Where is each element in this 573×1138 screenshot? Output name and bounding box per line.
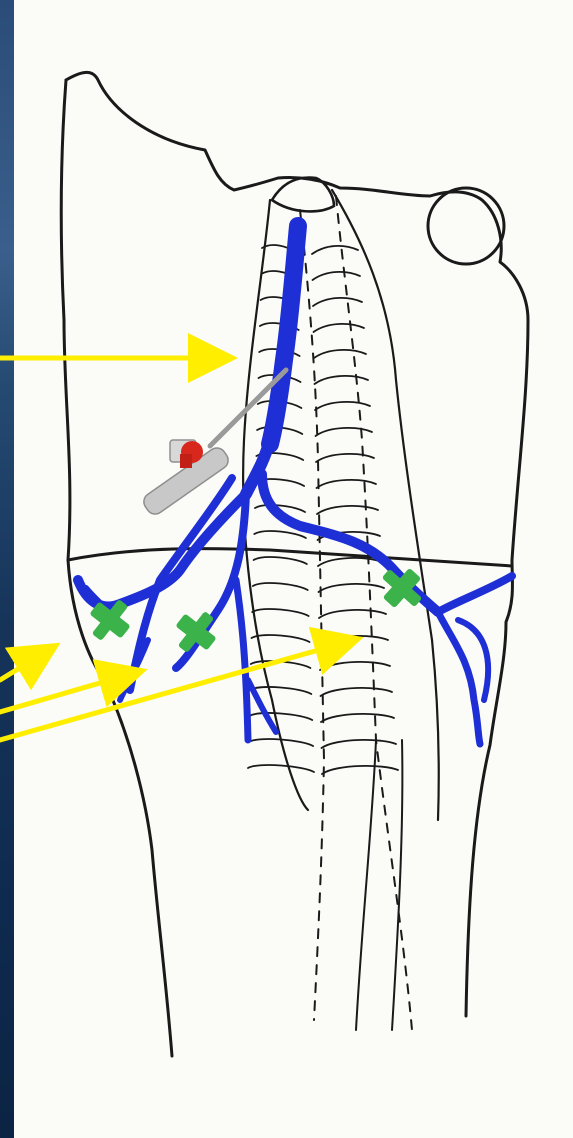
rib-tick-right — [314, 324, 365, 332]
rib-tick-right — [314, 350, 366, 358]
rib-tick-right — [317, 480, 377, 488]
rib-tick-left — [252, 635, 310, 642]
arrow-left-limb — [0, 648, 52, 680]
rib-tick-right — [319, 610, 386, 618]
vertebra-top — [272, 178, 334, 212]
spinal-canal-right — [336, 196, 412, 1030]
rib-tick-left — [254, 531, 306, 538]
main-vein — [270, 226, 298, 444]
tail-strand-2 — [392, 740, 402, 1030]
rib-tick-right — [322, 740, 397, 748]
rib-tick-right — [317, 506, 378, 514]
spinal-column — [243, 178, 439, 1030]
rib-tick-left — [252, 609, 308, 616]
rib-tick-right — [315, 376, 369, 384]
left-contour — [66, 72, 528, 1016]
left-low-branch — [120, 640, 148, 700]
rib-tick-right — [321, 688, 393, 696]
rib-tick-right — [319, 584, 385, 592]
venous-tree — [78, 226, 512, 744]
rib-tick-right — [318, 558, 382, 566]
right-end-branch — [438, 576, 512, 612]
rib-tick-right — [316, 428, 373, 436]
rib-tick-right — [313, 298, 362, 306]
rib-tick-right — [321, 714, 394, 722]
rib-tick-left — [249, 713, 312, 720]
spinal-canal-left — [300, 210, 324, 1020]
rib-tick-left — [253, 583, 308, 590]
tail-strand-1 — [356, 740, 376, 1030]
knee-cap — [428, 188, 504, 264]
rib-tick-right — [312, 246, 358, 254]
joint-line — [68, 549, 512, 566]
rib-tick-right — [322, 766, 398, 774]
rib-tick-right — [313, 272, 361, 280]
rib-tick-right — [315, 402, 370, 410]
rib-tick-right — [316, 454, 374, 462]
catheter-right — [372, 558, 431, 617]
rib-tick-right — [320, 662, 390, 670]
right-contour — [61, 80, 172, 1056]
mid-lower-branch — [236, 580, 248, 740]
rib-tick-left — [250, 687, 311, 694]
rib-tick-left — [254, 557, 307, 564]
cannula-cap-stem — [180, 454, 192, 468]
rib-tick-left — [248, 765, 314, 772]
spine-right-wall — [332, 190, 439, 820]
